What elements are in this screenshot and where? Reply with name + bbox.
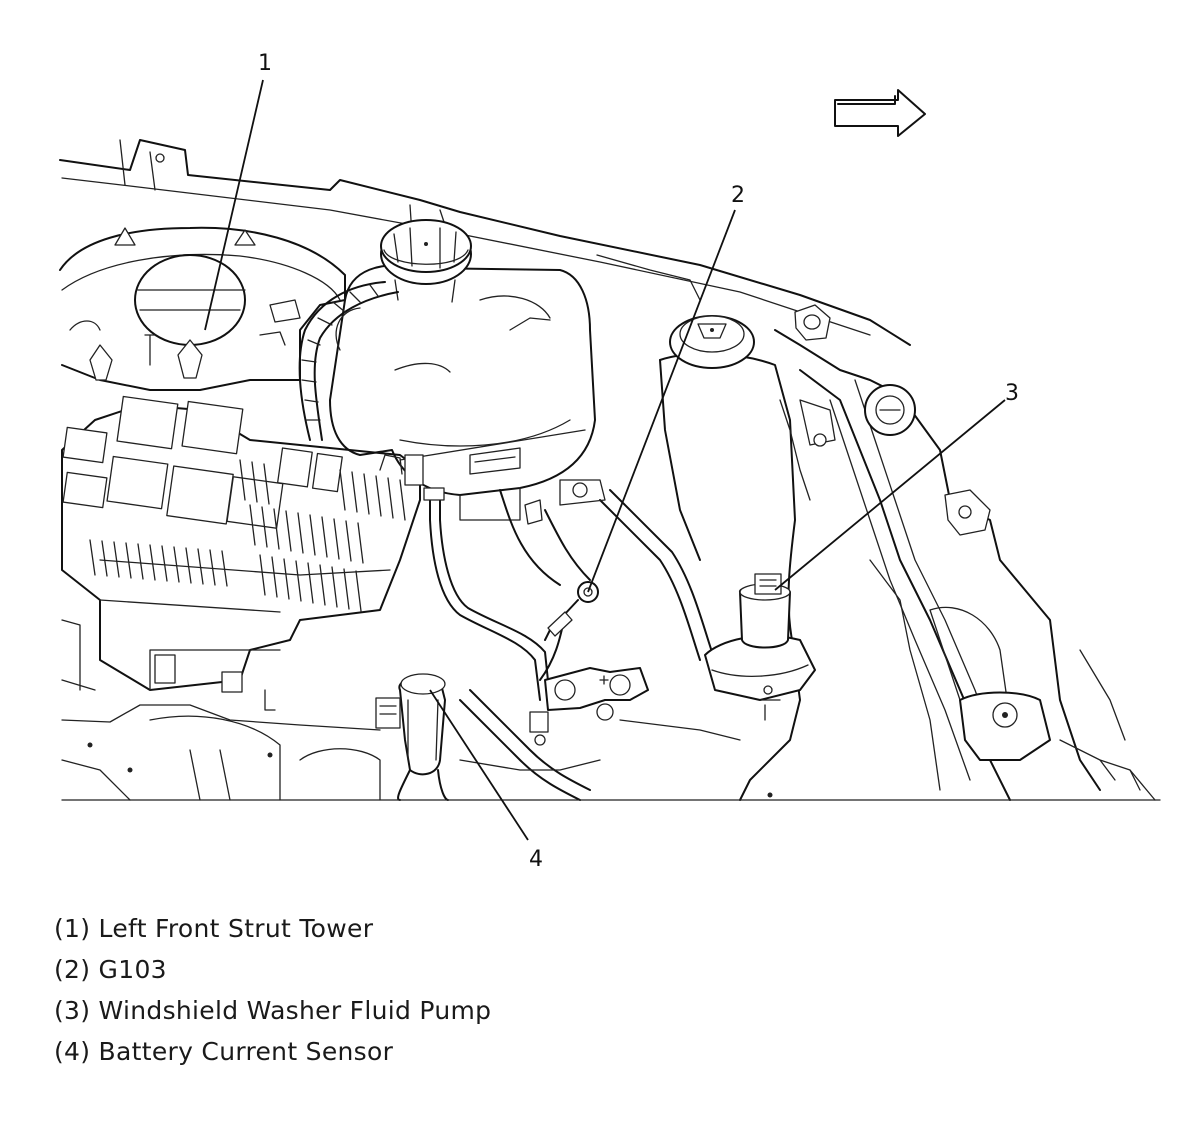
battery-cables (423, 479, 713, 801)
callout-number-4: 4 (529, 847, 543, 872)
callout-4: 4 (429, 689, 543, 872)
legend-item-washer-fluid-pump: (3) Windshield Washer Fluid Pump (54, 996, 492, 1025)
callout-2: 2 (587, 183, 745, 593)
lower-structure (61, 704, 1161, 801)
right-frame-rail (774, 304, 1156, 801)
legend-item-g103: (2) G103 (54, 955, 167, 984)
callout-number-1: 1 (258, 51, 272, 76)
strut-tower (59, 226, 346, 391)
washer-fluid-reservoir (659, 315, 816, 801)
coolant-reservoir (329, 219, 596, 521)
harness-hose (298, 281, 399, 441)
legend-item-battery-current-sensor: (4) Battery Current Sensor (54, 1037, 394, 1066)
legend-item-left-front-strut-tower: (1) Left Front Strut Tower (54, 914, 374, 943)
callout-1: 1 (204, 51, 272, 331)
battery-current-sensor (375, 673, 449, 801)
engine-compartment-drawing: 1 2 3 4 (59, 51, 1161, 872)
underhood-fuse-block (61, 395, 424, 711)
callout-3: 3 (774, 381, 1019, 591)
arrow-right-icon (834, 89, 926, 137)
callout-number-3: 3 (1005, 381, 1019, 406)
legend-list: (1) Left Front Strut Tower (2) G103 (3) … (54, 908, 491, 1072)
callout-number-2: 2 (731, 183, 745, 208)
